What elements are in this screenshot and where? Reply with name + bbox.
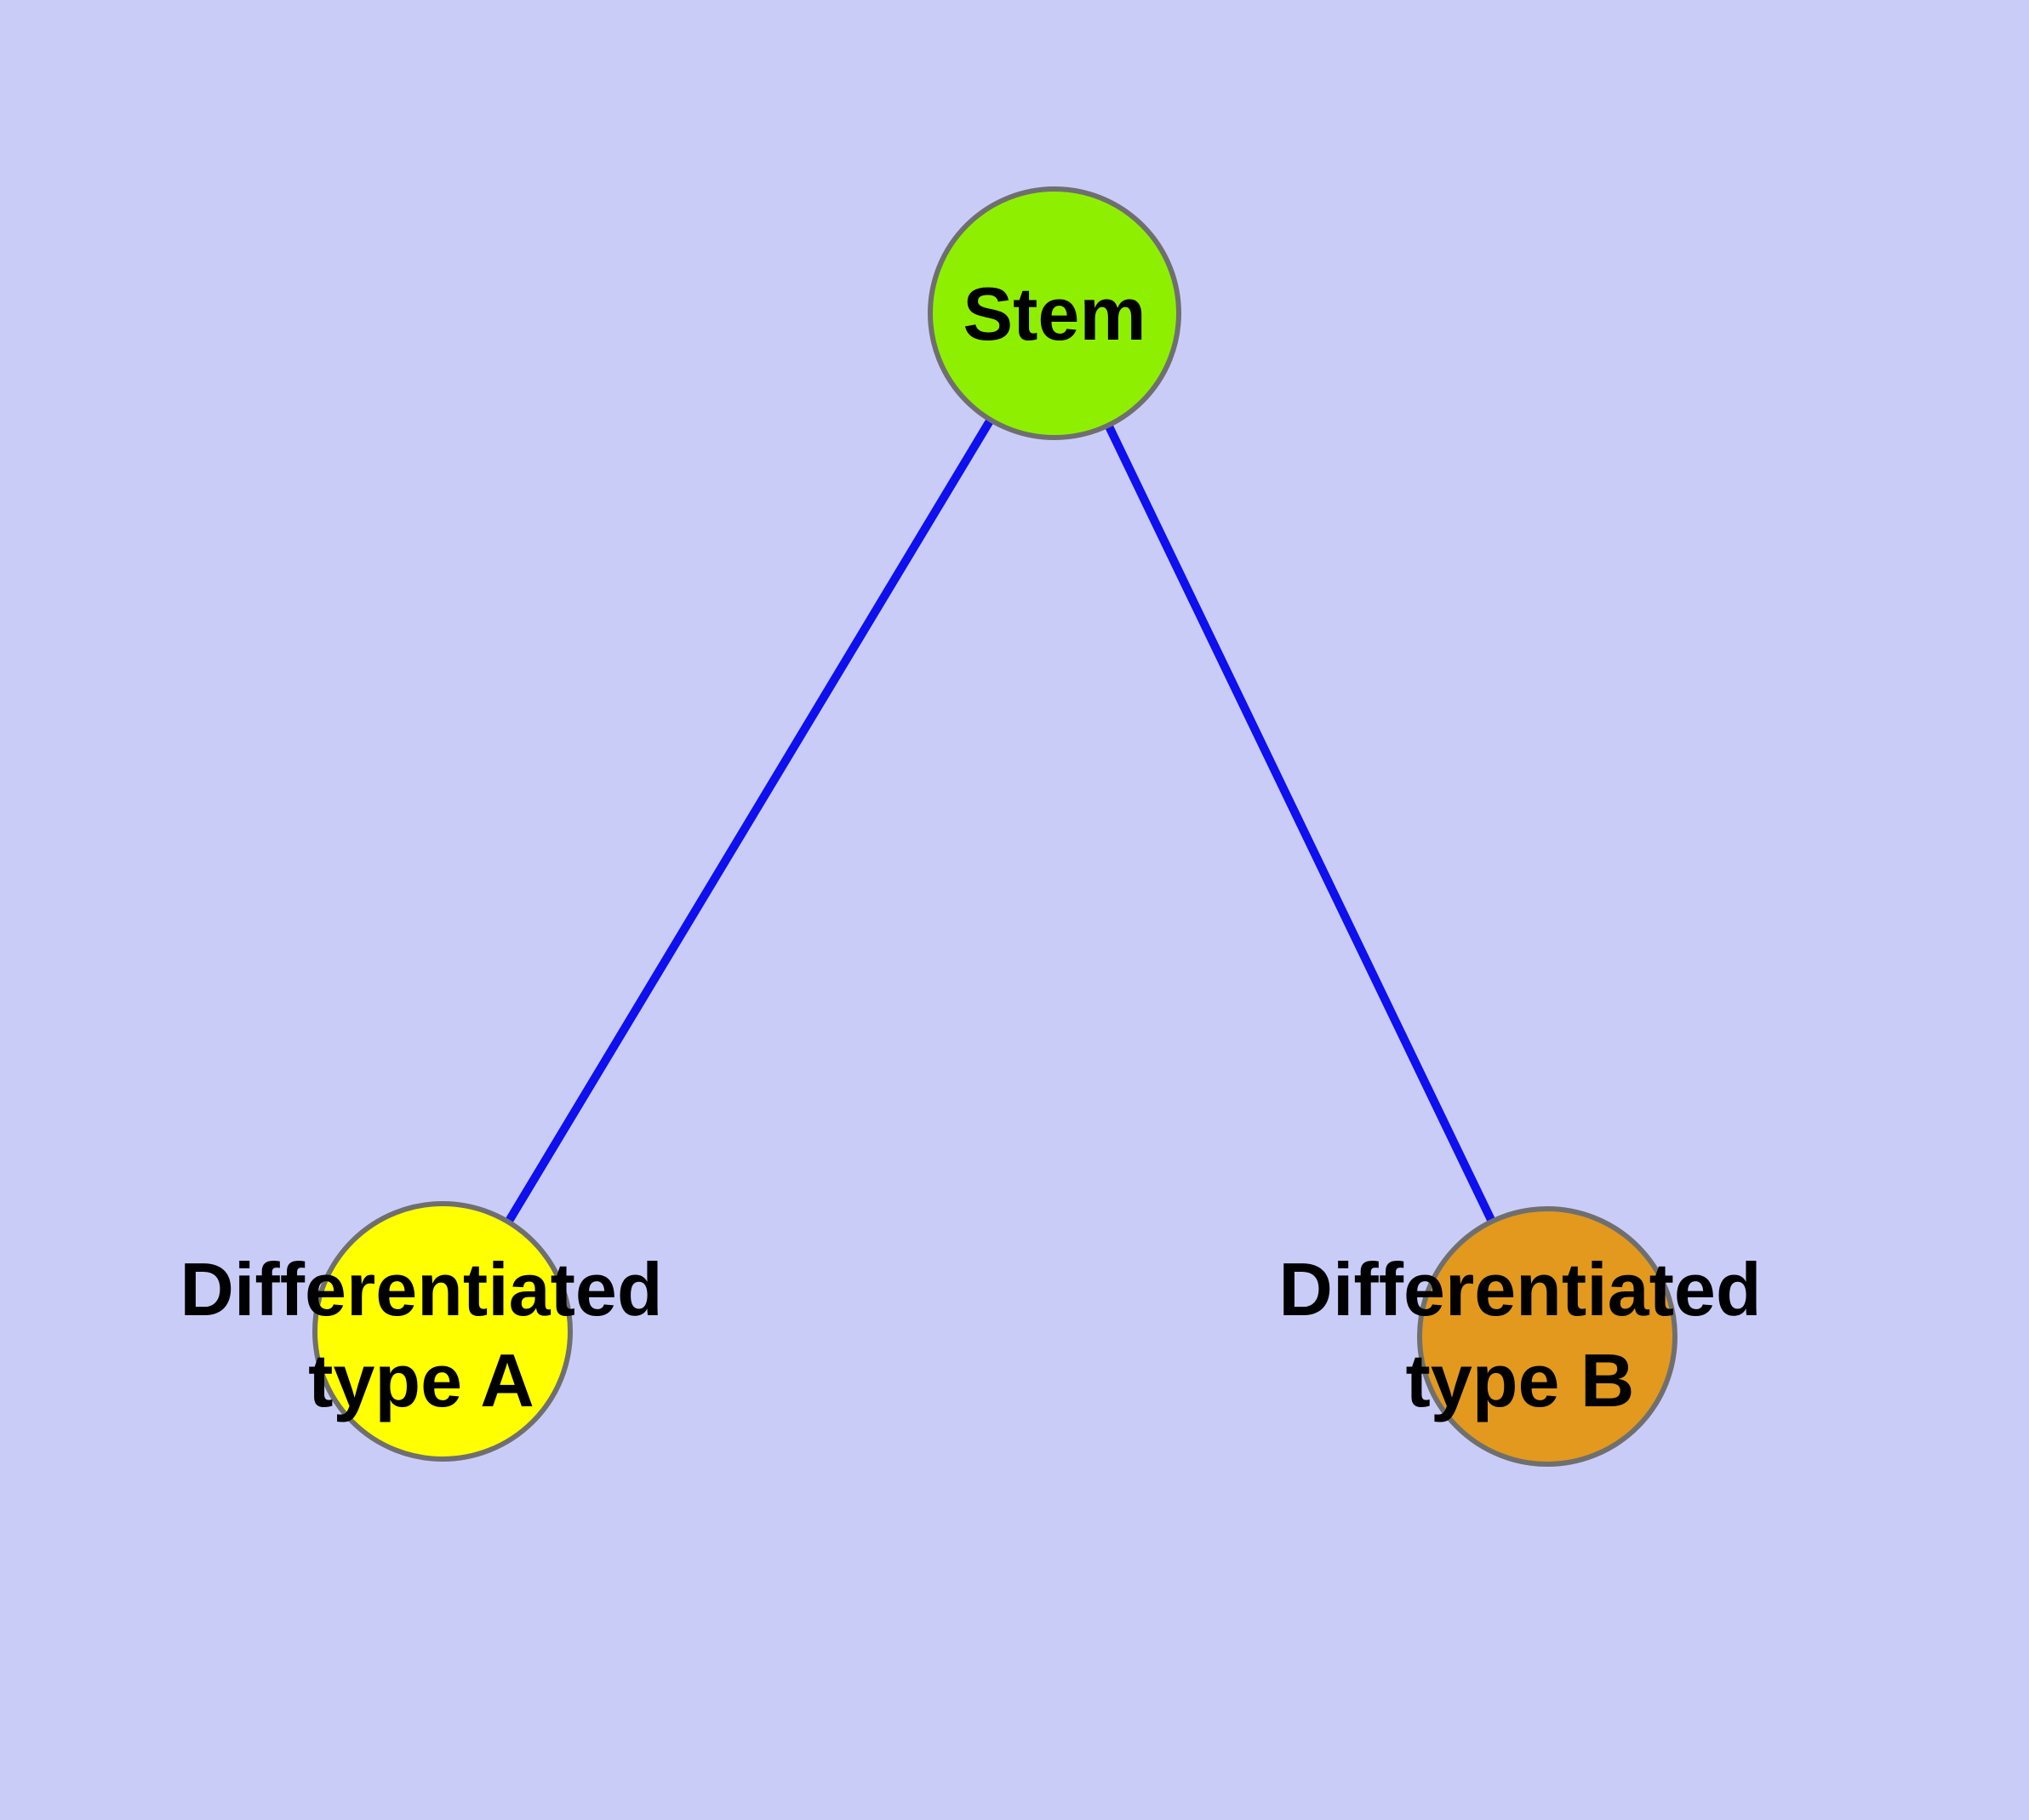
- node-differentiated-type-b-circle: [1417, 1206, 1677, 1467]
- node-stem: Stem: [928, 186, 1181, 440]
- node-differentiated-type-b-label-line2: type B: [1406, 1338, 1635, 1422]
- edge-stem-to-type-a: [438, 311, 1059, 1334]
- node-differentiated-type-a-label-line1: Differentiated: [180, 1247, 662, 1331]
- node-stem-circle: [928, 186, 1181, 440]
- node-differentiated-type-a-label-line2: type A: [308, 1338, 534, 1422]
- node-differentiated-type-a-circle: [312, 1201, 573, 1462]
- node-differentiated-type-b-label-line1: Differentiated: [1278, 1247, 1761, 1331]
- node-differentiated-type-b: Differentiated type B: [1278, 1206, 1762, 1467]
- node-stem-label: Stem: [963, 272, 1146, 356]
- edge-stem-to-type-b: [1050, 311, 1552, 1339]
- node-differentiated-type-a: Differentiated type A: [180, 1201, 663, 1462]
